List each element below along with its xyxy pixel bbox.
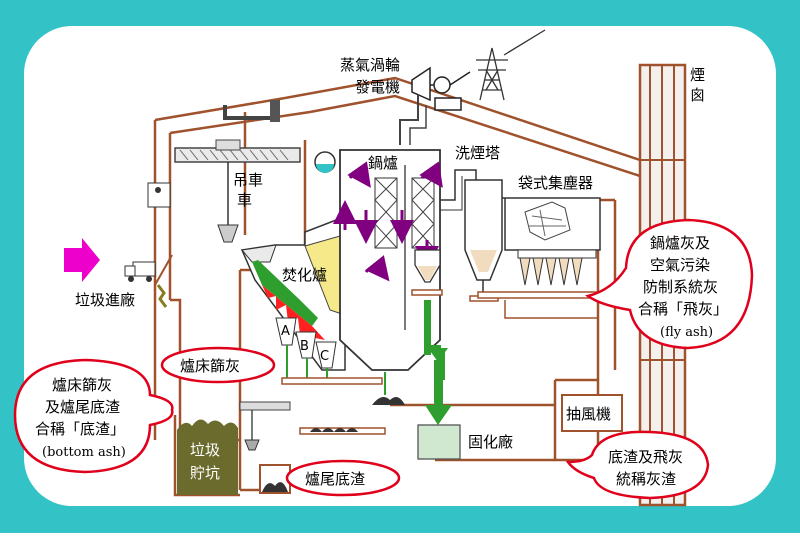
boiler — [314, 149, 441, 371]
bottom-ash-text-1: 爐床篩灰 — [52, 376, 112, 394]
grate-conveyor — [281, 377, 383, 385]
hopper-b-label: B — [300, 339, 309, 354]
solidification-label: 固化廠 — [468, 433, 513, 451]
bottom-ash-balloon — [13, 358, 174, 474]
slag-pile — [310, 428, 358, 432]
baghouse-label: 袋式集塵器 — [518, 174, 593, 192]
fly-ash-text-5: (fly ash) — [660, 325, 713, 340]
turbine-generator — [411, 66, 471, 111]
turbine-label-2: 發電機 — [355, 78, 400, 96]
fan-label: 抽風機 — [566, 405, 611, 423]
solidification-plant — [417, 424, 461, 460]
crane-label-2: 車 — [237, 191, 252, 209]
chimney-label-1: 煙 — [690, 66, 705, 84]
turbine-label-1: 蒸氣渦輪 — [340, 56, 400, 74]
fan-box — [561, 394, 623, 432]
combined-text-2: 統稱灰渣 — [616, 470, 676, 488]
grate-ash-callout — [160, 346, 276, 384]
boiler-label: 鍋爐 — [368, 154, 398, 172]
waste-bunker — [177, 419, 238, 495]
steam-return — [409, 105, 427, 145]
fly-ash-text-4: 合稱「飛灰」 — [638, 300, 728, 318]
hopper-c-label: C — [320, 349, 329, 364]
waste-chute — [156, 284, 168, 308]
combined-balloon — [565, 430, 710, 500]
hopper-a-label: A — [281, 324, 290, 339]
scrubber-label: 洗煙塔 — [455, 144, 500, 162]
fly-ash-text-3: 防制系統灰 — [643, 278, 718, 296]
entry-arrow-icon — [64, 238, 100, 282]
boiler-ash-hopper — [411, 249, 443, 296]
chimney-label-2: 囪 — [690, 86, 705, 104]
power-pylon — [476, 29, 546, 101]
waste-entry-label: 垃圾進廠 — [75, 291, 135, 309]
bunker-label-1: 垃圾 — [190, 441, 220, 459]
fly-ash-balloon — [585, 218, 754, 350]
bottom-ash-text-4: (bottom ash) — [42, 445, 126, 460]
slag-pit — [239, 401, 291, 494]
bottom-ash-text-2: 及爐尾底渣 — [45, 398, 120, 416]
steam-pipe — [399, 95, 419, 145]
fly-ash-flow — [424, 300, 452, 425]
incinerator — [240, 208, 363, 371]
combined-text-1: 底渣及飛灰 — [608, 448, 683, 466]
grate-ash-callout-text: 爐床篩灰 — [180, 357, 240, 375]
bottom-ash-text-3: 合稱「底渣」 — [35, 420, 125, 438]
fly-ash-text-2: 空氣污染 — [650, 256, 710, 274]
entry-ramp — [154, 254, 173, 286]
crane-structure — [147, 139, 301, 243]
fly-ash-text-1: 鍋爐灰及 — [650, 234, 710, 252]
kiln-ash-pile — [372, 396, 405, 405]
crane-label: 吊車 — [233, 171, 263, 189]
flue-gas-arrows — [333, 161, 499, 282]
bottom-slag-callout — [285, 459, 401, 497]
bottom-slag-callout-text: 爐尾底渣 — [305, 470, 365, 488]
incinerator-label: 焚化爐 — [282, 266, 327, 284]
grate-ash-discharge — [286, 345, 328, 378]
bunker-label-2: 貯坑 — [190, 464, 220, 482]
crane-pulley — [223, 100, 280, 122]
garbage-truck-icon — [124, 261, 156, 282]
baghouse — [477, 197, 601, 319]
